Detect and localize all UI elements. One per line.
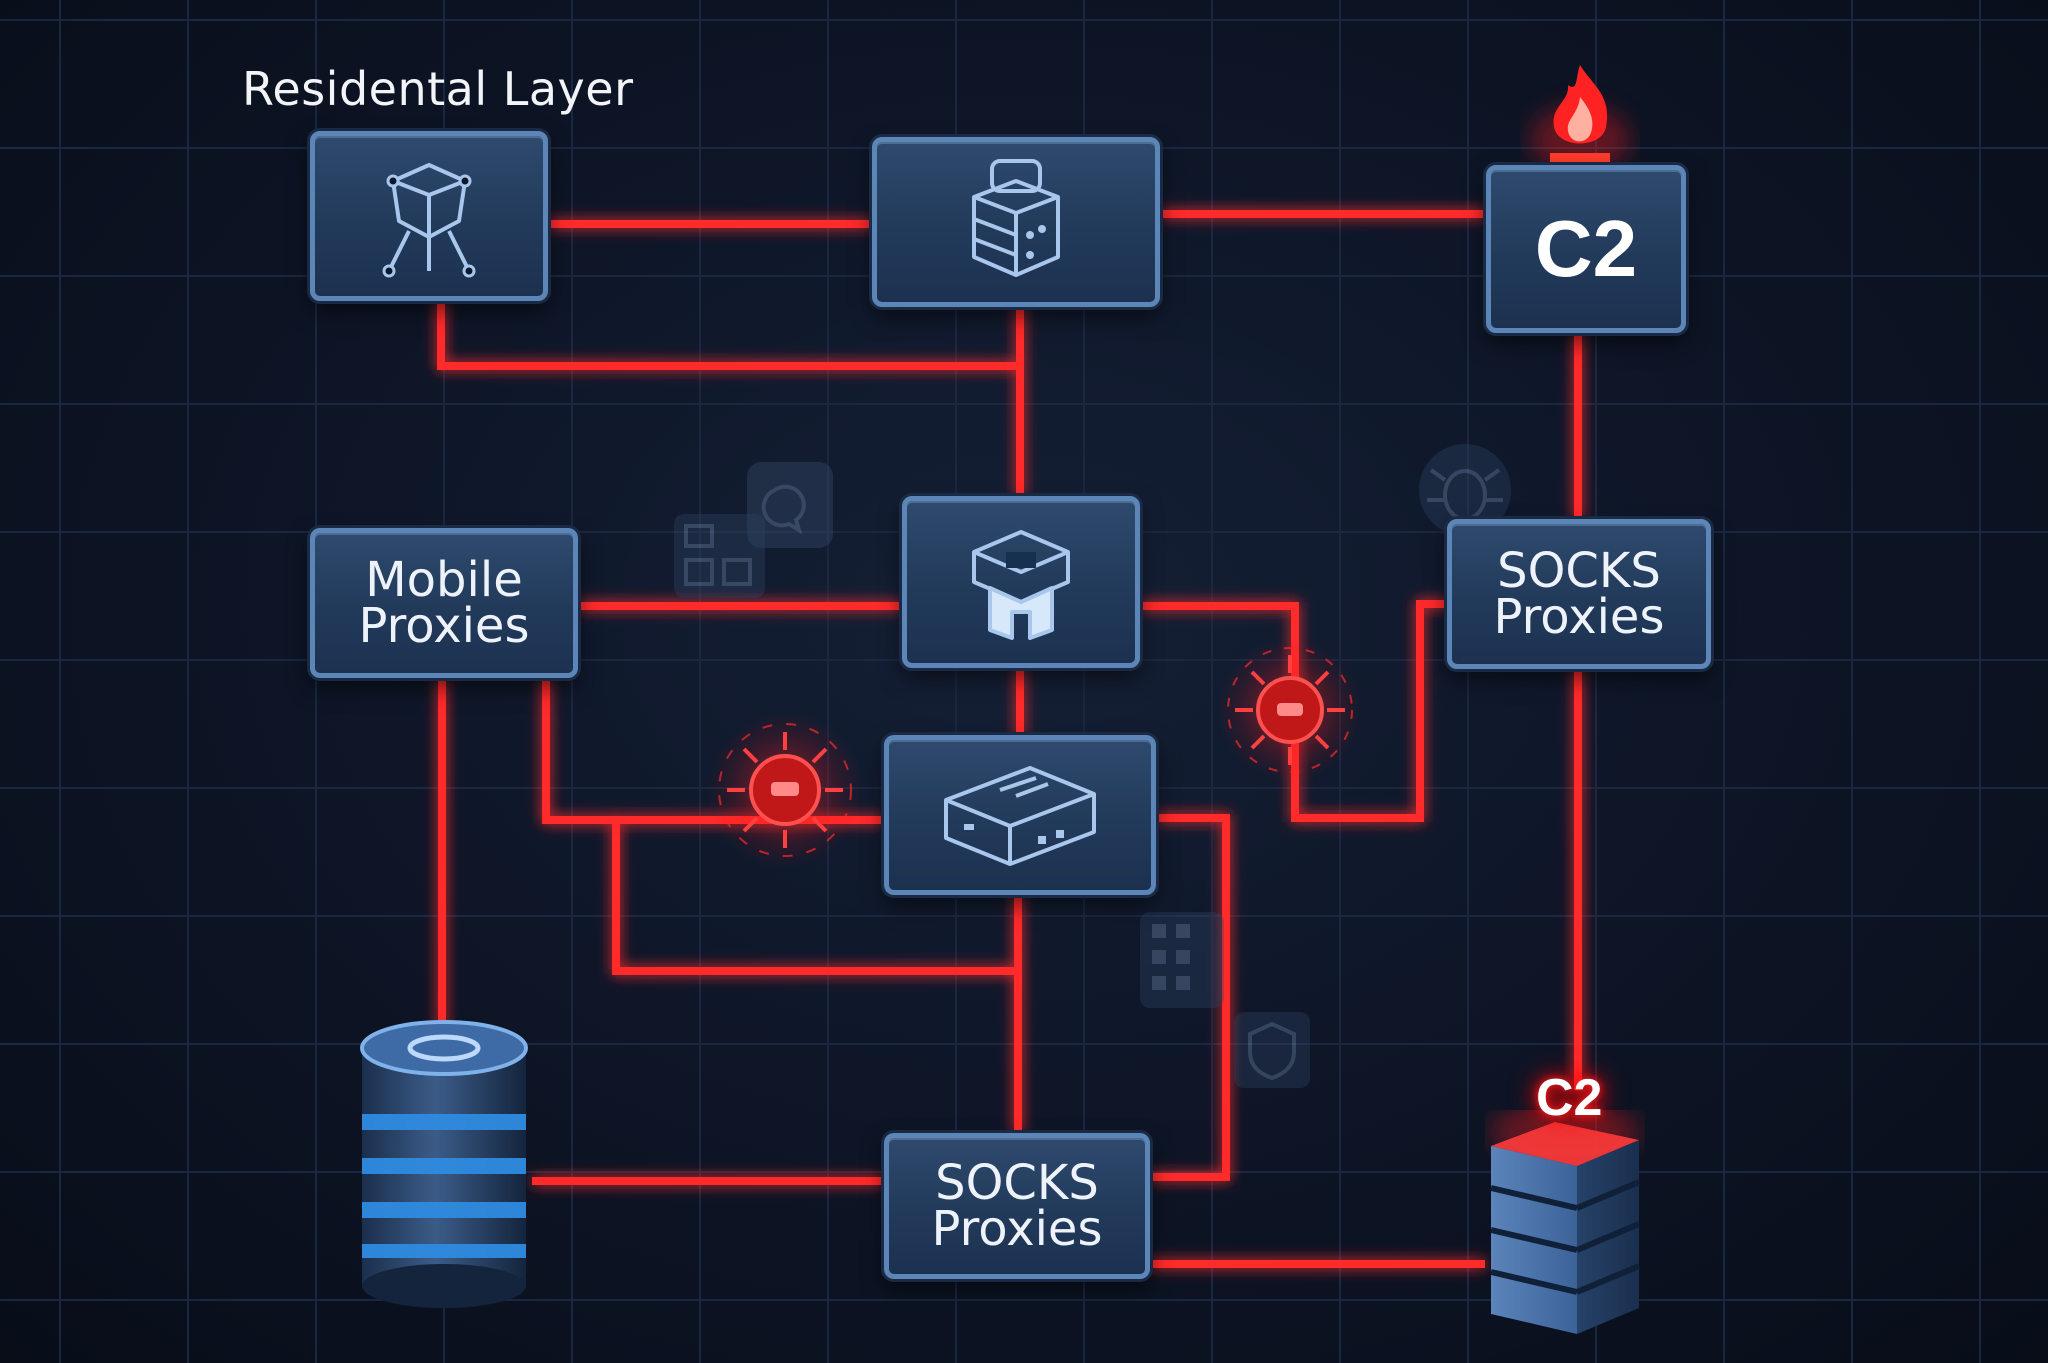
socks-right-line2: Proxies	[1493, 589, 1665, 645]
node-socks-proxies-bottom[interactable]: SOCKS Proxies	[884, 1133, 1150, 1279]
connection-wire	[1150, 814, 1230, 1181]
socks-right-line1: SOCKS	[1497, 543, 1661, 599]
chat-icon	[747, 462, 833, 548]
node-network-switch[interactable]	[884, 735, 1156, 895]
c2-server-label: C2	[1536, 1069, 1603, 1127]
bug-icon	[1419, 444, 1511, 536]
node-network-cube[interactable]	[310, 131, 548, 301]
server-tower-icon[interactable]	[1485, 1110, 1645, 1350]
connection-wire	[612, 820, 1022, 975]
c2-top-label: C2	[1534, 204, 1638, 293]
network-switch-icon	[944, 766, 1096, 866]
node-socks-proxies-right[interactable]: SOCKS Proxies	[1447, 519, 1711, 669]
grid-app-icon	[674, 514, 765, 598]
virus-icon	[1218, 638, 1362, 782]
mobile-proxies-line2: Proxies	[358, 598, 530, 654]
socks-bottom-line2: Proxies	[931, 1201, 1103, 1257]
socks-bottom-line1: SOCKS	[935, 1155, 1099, 1211]
connection-wire	[437, 301, 1024, 370]
node-mobile-proxies[interactable]: Mobile Proxies	[310, 528, 578, 678]
node-server-stack[interactable]	[872, 137, 1160, 307]
connection-wire	[1140, 600, 1447, 822]
router-box-icon	[972, 530, 1070, 640]
node-c2-top[interactable]: C2	[1486, 165, 1686, 333]
network-cube-icon	[382, 163, 476, 278]
server-stack-icon	[972, 159, 1060, 277]
database-icon[interactable]	[356, 1018, 532, 1308]
fire-icon	[1530, 65, 1630, 174]
layer-title: Residental Layer	[242, 62, 634, 116]
shield-icon	[1234, 1012, 1310, 1088]
mobile-proxies-line1: Mobile	[365, 552, 523, 608]
node-center-hub[interactable]	[902, 496, 1140, 668]
virus-icon	[707, 712, 863, 868]
keypad-icon	[1140, 912, 1224, 1008]
